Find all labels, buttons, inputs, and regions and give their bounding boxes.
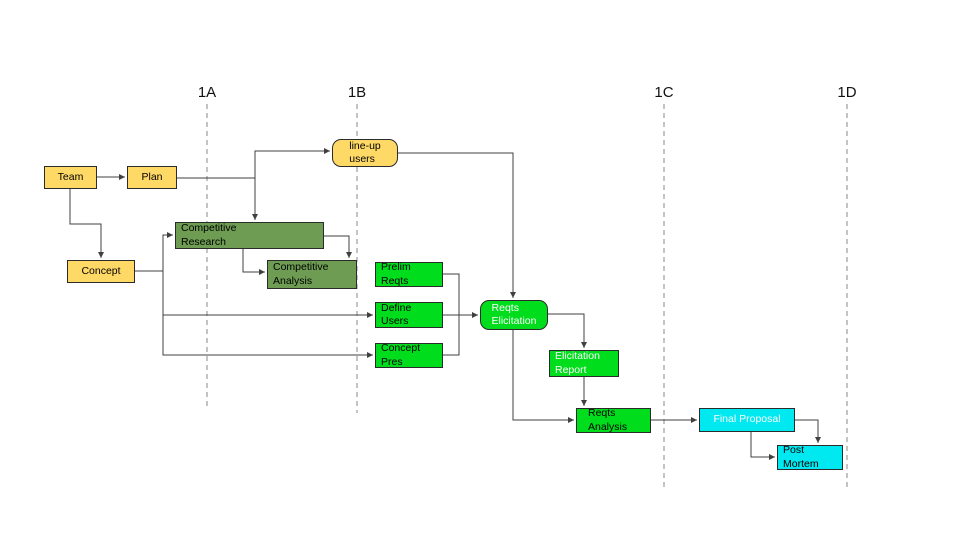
node-reqts-analysis: Reqts Analysis (576, 407, 651, 433)
node-concept-label: Concept (81, 264, 121, 277)
connector (548, 313, 587, 348)
phase-label-1a: 1A (197, 84, 217, 101)
node-lineup-users: line-up users (332, 139, 398, 167)
node-concept-pres-label: Concept Pres (381, 342, 421, 368)
node-concept: Concept (67, 260, 135, 283)
connector (398, 152, 516, 298)
connector (512, 330, 574, 423)
connector (795, 419, 821, 443)
connector (69, 189, 104, 258)
connector (443, 315, 460, 356)
phase-label-1b: 1B (347, 84, 367, 101)
node-competitive-research-label: Competitive Research (181, 222, 237, 248)
connector (324, 235, 352, 258)
node-team-label: Team (57, 170, 84, 183)
connector (162, 315, 373, 358)
node-final-proposal-label: Final Proposal (713, 413, 781, 426)
node-elicitation-report-label: Elicitation Report (555, 350, 600, 376)
node-prelim-reqts: Prelim Reqts (375, 261, 443, 287)
node-team: Team (44, 166, 97, 189)
node-final-proposal: Final Proposal (699, 408, 795, 432)
phase-label-1d: 1D (837, 84, 857, 101)
node-competitive-analysis-label: Competitive Analysis (273, 261, 329, 287)
phase-label-1c: 1C (654, 84, 674, 101)
node-plan: Plan (127, 166, 177, 189)
node-competitive-analysis: Competitive Analysis (267, 260, 357, 289)
node-lineup-users-label: line-up users (349, 139, 381, 165)
connector (242, 249, 265, 275)
connector (443, 273, 460, 315)
connector (750, 432, 775, 460)
node-define-users-label: Define Users (381, 301, 412, 327)
connector (254, 148, 330, 178)
node-reqts-analysis-label: Reqts Analysis (588, 407, 628, 433)
node-competitive-research: Competitive Research (175, 222, 324, 249)
node-reqts-elicitation: Reqts Elicitation (480, 300, 548, 330)
node-elicitation-report: Elicitation Report (549, 350, 619, 377)
node-reqts-elicitation-label: Reqts Elicitation (491, 301, 537, 327)
node-prelim-reqts-label: Prelim Reqts (381, 261, 411, 287)
node-post-mortem-label: Post Mortem (783, 444, 819, 470)
node-post-mortem: Post Mortem (777, 444, 843, 470)
node-plan-label: Plan (141, 170, 163, 183)
node-define-users: Define Users (375, 302, 443, 328)
connector (162, 232, 173, 271)
node-concept-pres: Concept Pres (375, 342, 443, 368)
